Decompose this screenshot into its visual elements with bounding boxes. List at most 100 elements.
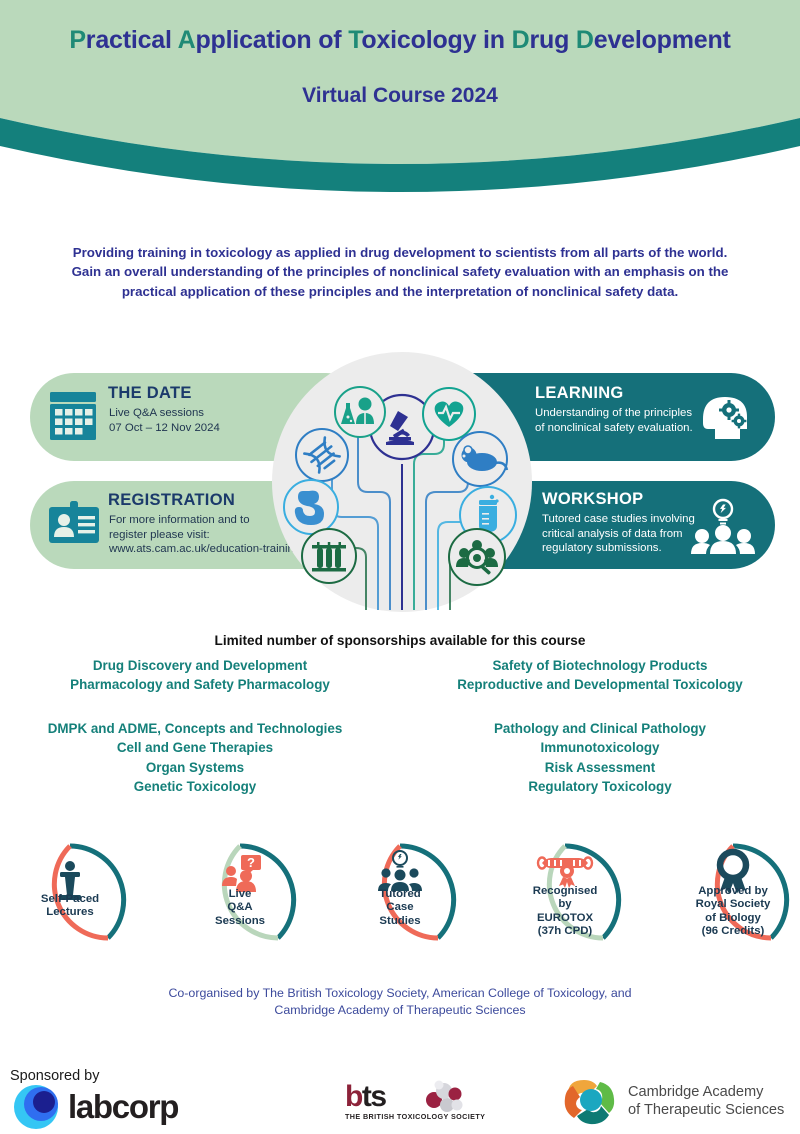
topic-item: Genetic Toxicology (133, 779, 257, 795)
reg-line-1: For more information and to (109, 514, 250, 526)
cats-line-2: of Therapeutic Sciences (628, 1102, 785, 1119)
feature-label-line: Approved by (698, 885, 768, 897)
intro-line-2: Gain an overall understanding of the pri… (71, 264, 729, 280)
topic-list-right-bottom: Pathology and Clinical Pathology Immunot… (410, 719, 790, 797)
pill-body-date: Live Q&A sessions 07 Oct – 12 Nov 2024 (109, 406, 220, 435)
coorganised-line-1: Co-organised by The British Toxicology S… (168, 986, 632, 1000)
topic-item: Immunotoxicology (540, 740, 660, 756)
feature-label-line: (96 Credits) (701, 925, 765, 938)
feature-label-line: Royal Society (695, 898, 771, 911)
rodent-icon (452, 431, 509, 487)
feature-label-line: (37h CPD) (537, 925, 593, 938)
topic-list-left-top: Drug Discovery and Development Pharmacol… (15, 656, 385, 695)
topic-list-right-top: Safety of Biotechnology Products Reprodu… (410, 656, 790, 695)
feature-label-tutored-case-studies: Tutored Case Studies (342, 888, 458, 928)
cats-wordmark: Cambridge Academy of Therapeutic Science… (628, 1083, 798, 1119)
calendar-icon (48, 390, 98, 447)
head-gears-icon (695, 389, 755, 450)
registration-url[interactable]: www.ats.cam.ac.uk/education-training (109, 543, 301, 556)
topic-item: Safety of Biotechnology Products (492, 658, 708, 673)
topic-item: Organ Systems (145, 759, 245, 775)
test-tubes-icon (301, 528, 357, 584)
labcorp-logo-mark (8, 1083, 70, 1134)
coorganised-note: Co-organised by The British Toxicology S… (60, 985, 740, 1020)
pill-body-registration: For more information and to register ple… (109, 513, 300, 557)
bts-letter-b: b (345, 1080, 363, 1113)
beaker-icon (459, 486, 517, 544)
topic-item: DMPK and ADME, Concepts and Technologies (47, 721, 343, 736)
feature-label-line: Case (386, 901, 414, 914)
feature-label-line: Q&A (227, 901, 253, 914)
feature-badge-live-qa-sessions: ? (186, 843, 297, 954)
title-accent-letter: D (511, 26, 530, 54)
sponsored-by-label: Sponsored by (10, 1068, 100, 1084)
learning-line-1: Understanding of the principles (535, 407, 693, 419)
feature-label-line: Self-Paced (40, 893, 100, 905)
feature-label-recognised-eurotox: Recognised by EUROTOX (37h CPD) (507, 885, 623, 938)
topic-item: Risk Assessment (544, 759, 656, 775)
feature-label-self-paced-lectures: Self-Paced Lectures (12, 893, 128, 920)
topic-item: Reproductive and Developmental Toxicolog… (457, 677, 743, 693)
title-accent-letter: P (69, 26, 86, 54)
title-text-run: pplication of (195, 26, 349, 54)
coorganised-line-2: Cambridge Academy of Therapeutic Science… (274, 1003, 526, 1018)
learning-line-2: of nonclinical safety evaluation. (535, 421, 693, 434)
topic-item: Pharmacology and Safety Pharmacology (70, 677, 330, 693)
bts-letters-ts: ts (361, 1080, 387, 1113)
intro-paragraph: Providing training in toxicology as appl… (12, 243, 788, 301)
feature-label-line: Tutored (379, 888, 421, 900)
topic-item: Drug Discovery and Development (92, 658, 308, 673)
feature-badge-approved-rsb (679, 843, 790, 954)
title-accent-letter: T (348, 26, 362, 54)
feature-label-line: Recognised (532, 885, 598, 897)
header-banner (0, 0, 800, 200)
feature-badge-tutored-case-studies (346, 843, 457, 954)
feature-badge-self-paced-lectures (16, 843, 127, 954)
date-line-2: 07 Oct – 12 Nov 2024 (109, 421, 220, 434)
pill-body-learning: Understanding of the principles of noncl… (535, 406, 693, 435)
feature-label-line: Studies (379, 914, 421, 927)
reg-line-2: register please visit: (109, 528, 210, 541)
page-subtitle: Virtual Course 2024 (302, 84, 498, 107)
molecule-icon (421, 1080, 466, 1119)
title-text-run: evelopment (593, 26, 731, 54)
pill-title-workshop: WORKSHOP (542, 490, 644, 508)
topic-item: Cell and Gene Therapies (116, 740, 274, 756)
pill-title-date: THE DATE (108, 384, 192, 402)
title-text-run: rug (529, 26, 576, 54)
date-line-1: Live Q&A sessions (109, 407, 204, 419)
feature-badge-recognised-eurotox (511, 843, 622, 954)
page-title: Practical Application of Toxicology in D… (0, 26, 800, 55)
intro-line-1: Providing training in toxicology as appl… (72, 245, 728, 260)
sponsorship-note: Limited number of sponsorships available… (214, 633, 586, 648)
feature-label-line: of Biology (705, 911, 761, 924)
feature-label-line: by (558, 898, 572, 911)
cats-line-1: Cambridge Academy (628, 1084, 764, 1100)
topic-item: Regulatory Toxicology (528, 779, 672, 795)
feature-label-approved-rsb: Approved by Royal Society of Biology (96… (675, 885, 791, 938)
topic-item: Pathology and Clinical Pathology (493, 721, 707, 736)
topic-list-left-bottom: DMPK and ADME, Concepts and Technologies… (5, 719, 385, 797)
feature-badges: ? (0, 835, 800, 970)
feature-label-line: EUROTOX (536, 911, 594, 924)
central-hub-graphic (272, 352, 532, 612)
heart-ecg-icon (422, 387, 476, 441)
id-card-icon (48, 501, 100, 550)
stomach-icon (283, 479, 339, 535)
pill-body-workshop: Tutored case studies involving critical … (542, 512, 695, 556)
title-accent-letter: D (575, 26, 594, 54)
dna-icon (295, 428, 349, 482)
feature-label-line: Live (228, 888, 252, 900)
scientist-icon (334, 386, 386, 438)
feature-label-line: Sessions (214, 914, 266, 927)
microscope-icon (368, 393, 436, 461)
bts-tagline: THE BRITISH TOXICOLOGY SOCIETY (345, 1112, 486, 1121)
intro-line-3: practical application of these principle… (121, 283, 679, 299)
feature-label-line: Lectures (46, 906, 94, 919)
title-text-run: oxicology in (361, 26, 512, 54)
people-lightbulb-icon (690, 496, 756, 559)
title-accent-letter: A (177, 26, 196, 54)
svg-text:?: ? (247, 855, 255, 870)
pill-title-registration: REGISTRATION (108, 491, 236, 509)
